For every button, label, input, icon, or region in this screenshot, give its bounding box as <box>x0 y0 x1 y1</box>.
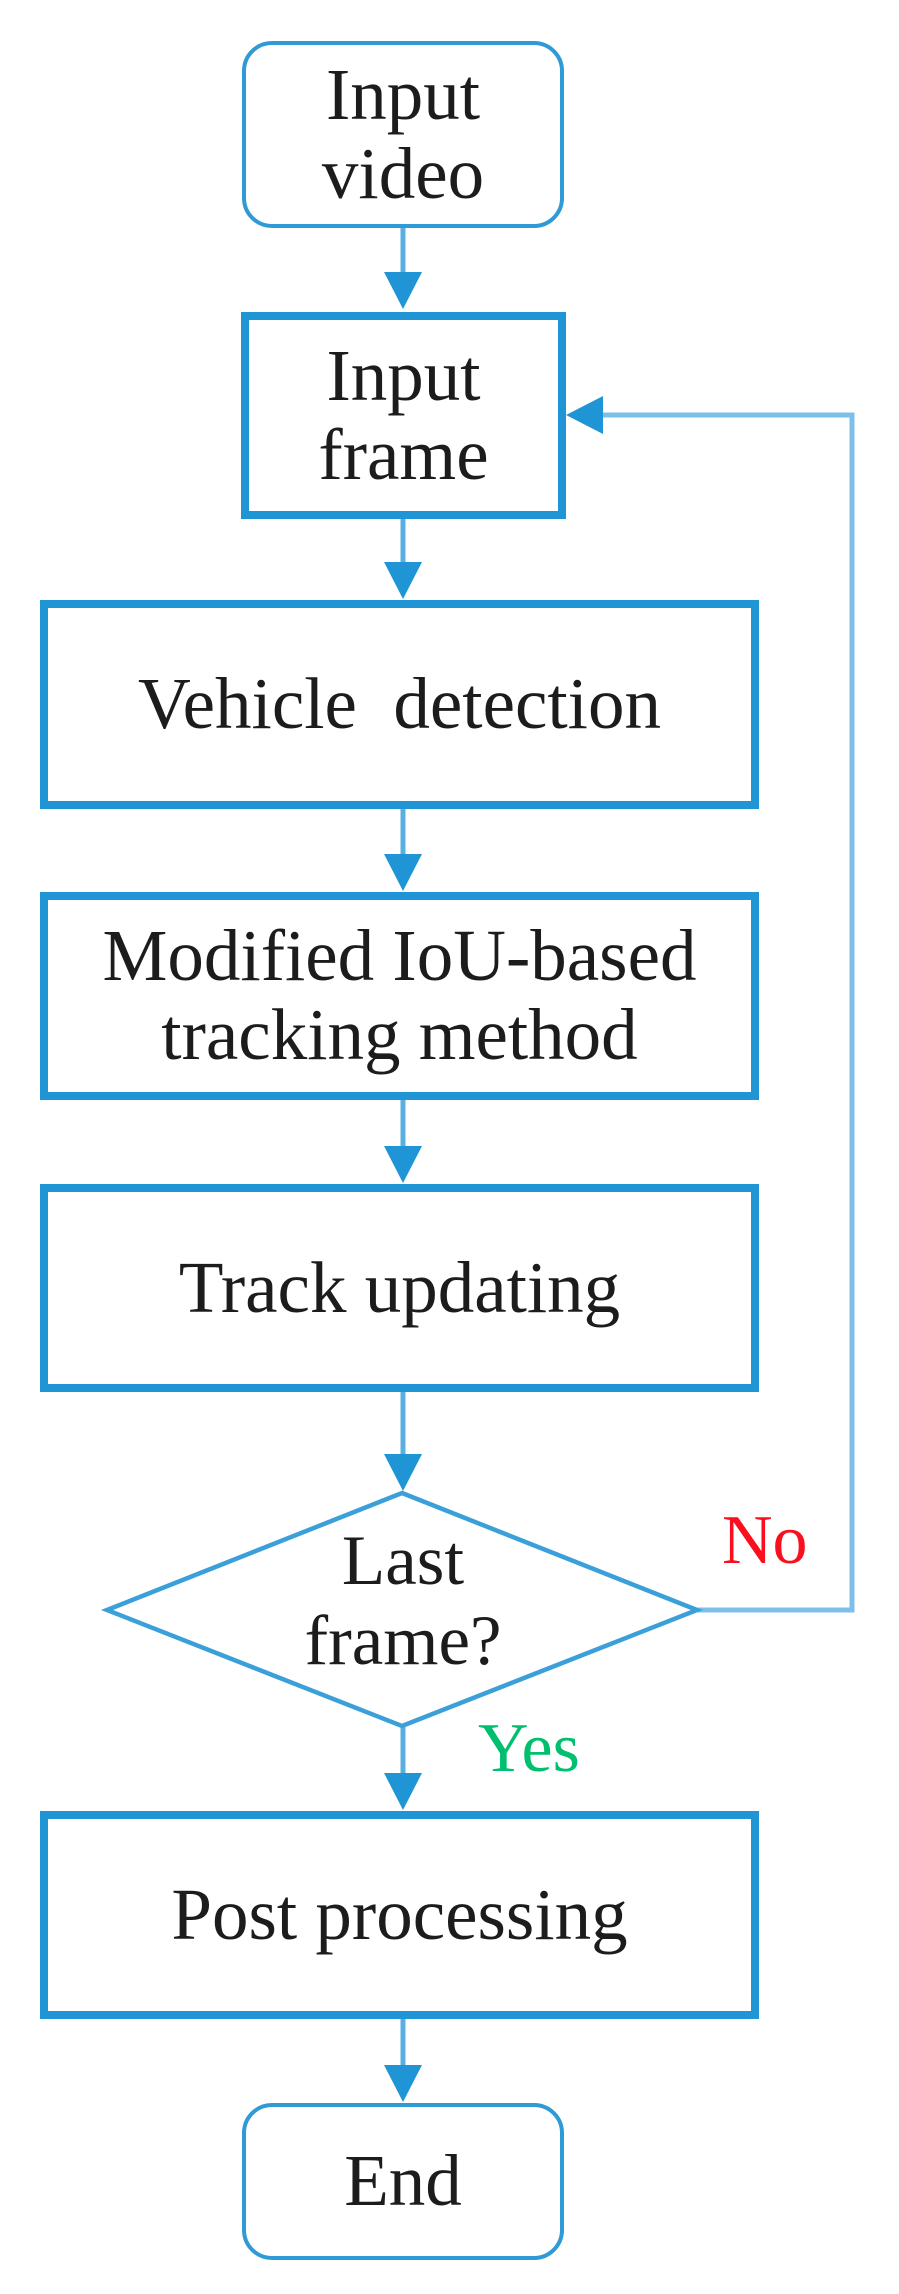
end-label: End <box>344 2140 462 2222</box>
modified-iou-label: Modified IoU-based tracking method <box>102 915 697 1075</box>
post-processing-label: Post processing <box>171 1873 628 1955</box>
arrow-decision-to-post-processing <box>384 1727 422 1810</box>
arrow-modified-iou-to-track-updating <box>384 1100 422 1183</box>
flow-node-vehicle-detection: Vehicle detection <box>40 600 759 809</box>
arrow-vehicle-detection-to-modified-iou <box>384 809 422 891</box>
track-updating-label: Track updating <box>178 1246 621 1328</box>
yes-branch-label: Yes <box>478 1710 580 1787</box>
arrow-track-updating-to-decision <box>384 1392 422 1491</box>
feedback-arrowhead-icon <box>566 396 603 434</box>
arrow-input-frame-to-vehicle-detection <box>384 519 422 599</box>
vehicle-detection-label: Vehicle detection <box>138 663 661 745</box>
input-video-label: Input video <box>321 53 485 214</box>
no-branch-label: No <box>722 1502 808 1579</box>
flow-node-post-processing: Post processing <box>40 1811 759 2019</box>
arrow-post-processing-to-end <box>384 2019 422 2102</box>
decision-diamond-shape <box>100 1490 704 1729</box>
flow-node-input-frame: Input frame <box>241 312 566 519</box>
input-frame-label: Input frame <box>318 334 489 495</box>
flow-node-input-video: Input video <box>242 41 564 228</box>
arrow-input-video-to-input-frame <box>384 228 422 309</box>
flow-node-track-updating: Track updating <box>40 1184 759 1392</box>
last-frame-decision-label: Last frame? <box>304 1522 502 1680</box>
no-feedback-connector <box>566 396 855 1613</box>
flow-node-modified-iou-tracking: Modified IoU-based tracking method <box>40 892 759 1100</box>
flow-node-end: End <box>242 2103 564 2260</box>
